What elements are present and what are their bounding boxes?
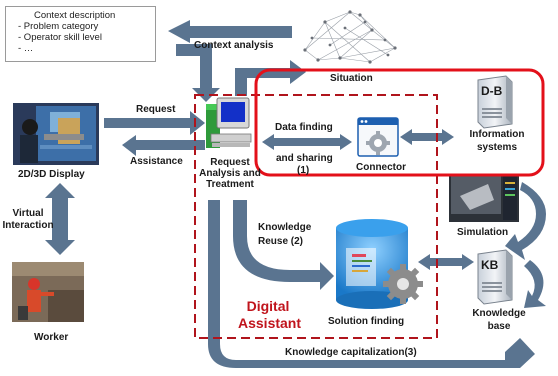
context-analysis-arrow bbox=[168, 20, 292, 43]
simulation-label: Simulation bbox=[457, 227, 509, 238]
request-analysis-label-2: Analysis and bbox=[199, 168, 261, 179]
knowledge-capitalization-label: Knowledge capitalization(3) bbox=[285, 347, 417, 358]
request-arrow bbox=[104, 111, 205, 135]
analysis-to-situation-arrow bbox=[235, 60, 306, 96]
kb-server-icon bbox=[477, 249, 513, 305]
virtual-label: Virtual bbox=[12, 208, 44, 219]
context-description-box bbox=[5, 6, 156, 62]
context-item-more: - … bbox=[18, 43, 34, 54]
info-systems-label-2: systems bbox=[476, 142, 518, 153]
request-analysis-label-3: Treatment bbox=[206, 179, 254, 190]
info-systems-label-1: Information bbox=[469, 129, 525, 140]
knowledge-base-label-1: Knowledge bbox=[472, 308, 526, 319]
computer-icon bbox=[206, 97, 252, 148]
request-label: Request bbox=[136, 104, 176, 115]
assistance-arrow bbox=[122, 135, 205, 156]
solution-finding-label: Solution finding bbox=[328, 316, 405, 327]
digital-assistant-label-1: Digital bbox=[246, 298, 290, 314]
context-description-title: Context description bbox=[34, 10, 116, 21]
knowledge-reuse-arrow bbox=[233, 200, 334, 290]
and-sharing-label: and sharing bbox=[276, 153, 333, 164]
step-1-label: (1) bbox=[297, 165, 310, 176]
situation-nodes bbox=[303, 10, 397, 64]
context-to-analysis-arrow bbox=[176, 44, 220, 102]
knowledge-reuse-label-2: Reuse (2) bbox=[258, 236, 304, 247]
db-server-icon bbox=[477, 75, 513, 129]
context-item-problem-category: - Problem category bbox=[18, 21, 99, 32]
situation-label: Situation bbox=[330, 73, 373, 84]
worker-label: Worker bbox=[34, 332, 69, 343]
db-label: D-B bbox=[481, 84, 503, 98]
digital-assistant-label-2: Assistant bbox=[238, 315, 302, 331]
display-photo bbox=[13, 103, 99, 165]
assistance-label: Assistance bbox=[130, 156, 183, 167]
kb-return-arrow bbox=[524, 260, 546, 308]
gear-icon bbox=[383, 264, 423, 304]
knowledge-reuse-label-1: Knowledge bbox=[258, 222, 312, 233]
connector-label: Connector bbox=[356, 162, 406, 173]
simulation-return-arrow bbox=[505, 182, 546, 260]
worker-photo bbox=[12, 262, 84, 322]
context-analysis-label: Context analysis bbox=[194, 40, 274, 51]
solution-to-kb-arrow bbox=[418, 254, 474, 270]
kb-label: KB bbox=[481, 258, 499, 272]
display-label: 2D/3D Display bbox=[18, 169, 85, 180]
simulation-screenshot bbox=[449, 174, 519, 222]
virtual-interaction-arrow bbox=[45, 183, 75, 255]
interaction-label: Interaction bbox=[2, 220, 54, 231]
information-access-highlight bbox=[254, 68, 545, 177]
digital-assistant-boundary bbox=[194, 94, 438, 339]
context-item-skill-level: - Operator skill level bbox=[18, 32, 102, 43]
knowledge-base-label-2: base bbox=[487, 321, 511, 332]
flow-arrows bbox=[45, 20, 546, 368]
connector-icon bbox=[357, 117, 399, 157]
data-finding-arrow bbox=[262, 134, 352, 150]
connector-to-info-arrow bbox=[400, 129, 454, 145]
situation-network-icon bbox=[304, 11, 396, 63]
data-finding-label: Data finding bbox=[275, 122, 333, 133]
request-analysis-label-1: Request bbox=[210, 157, 250, 168]
